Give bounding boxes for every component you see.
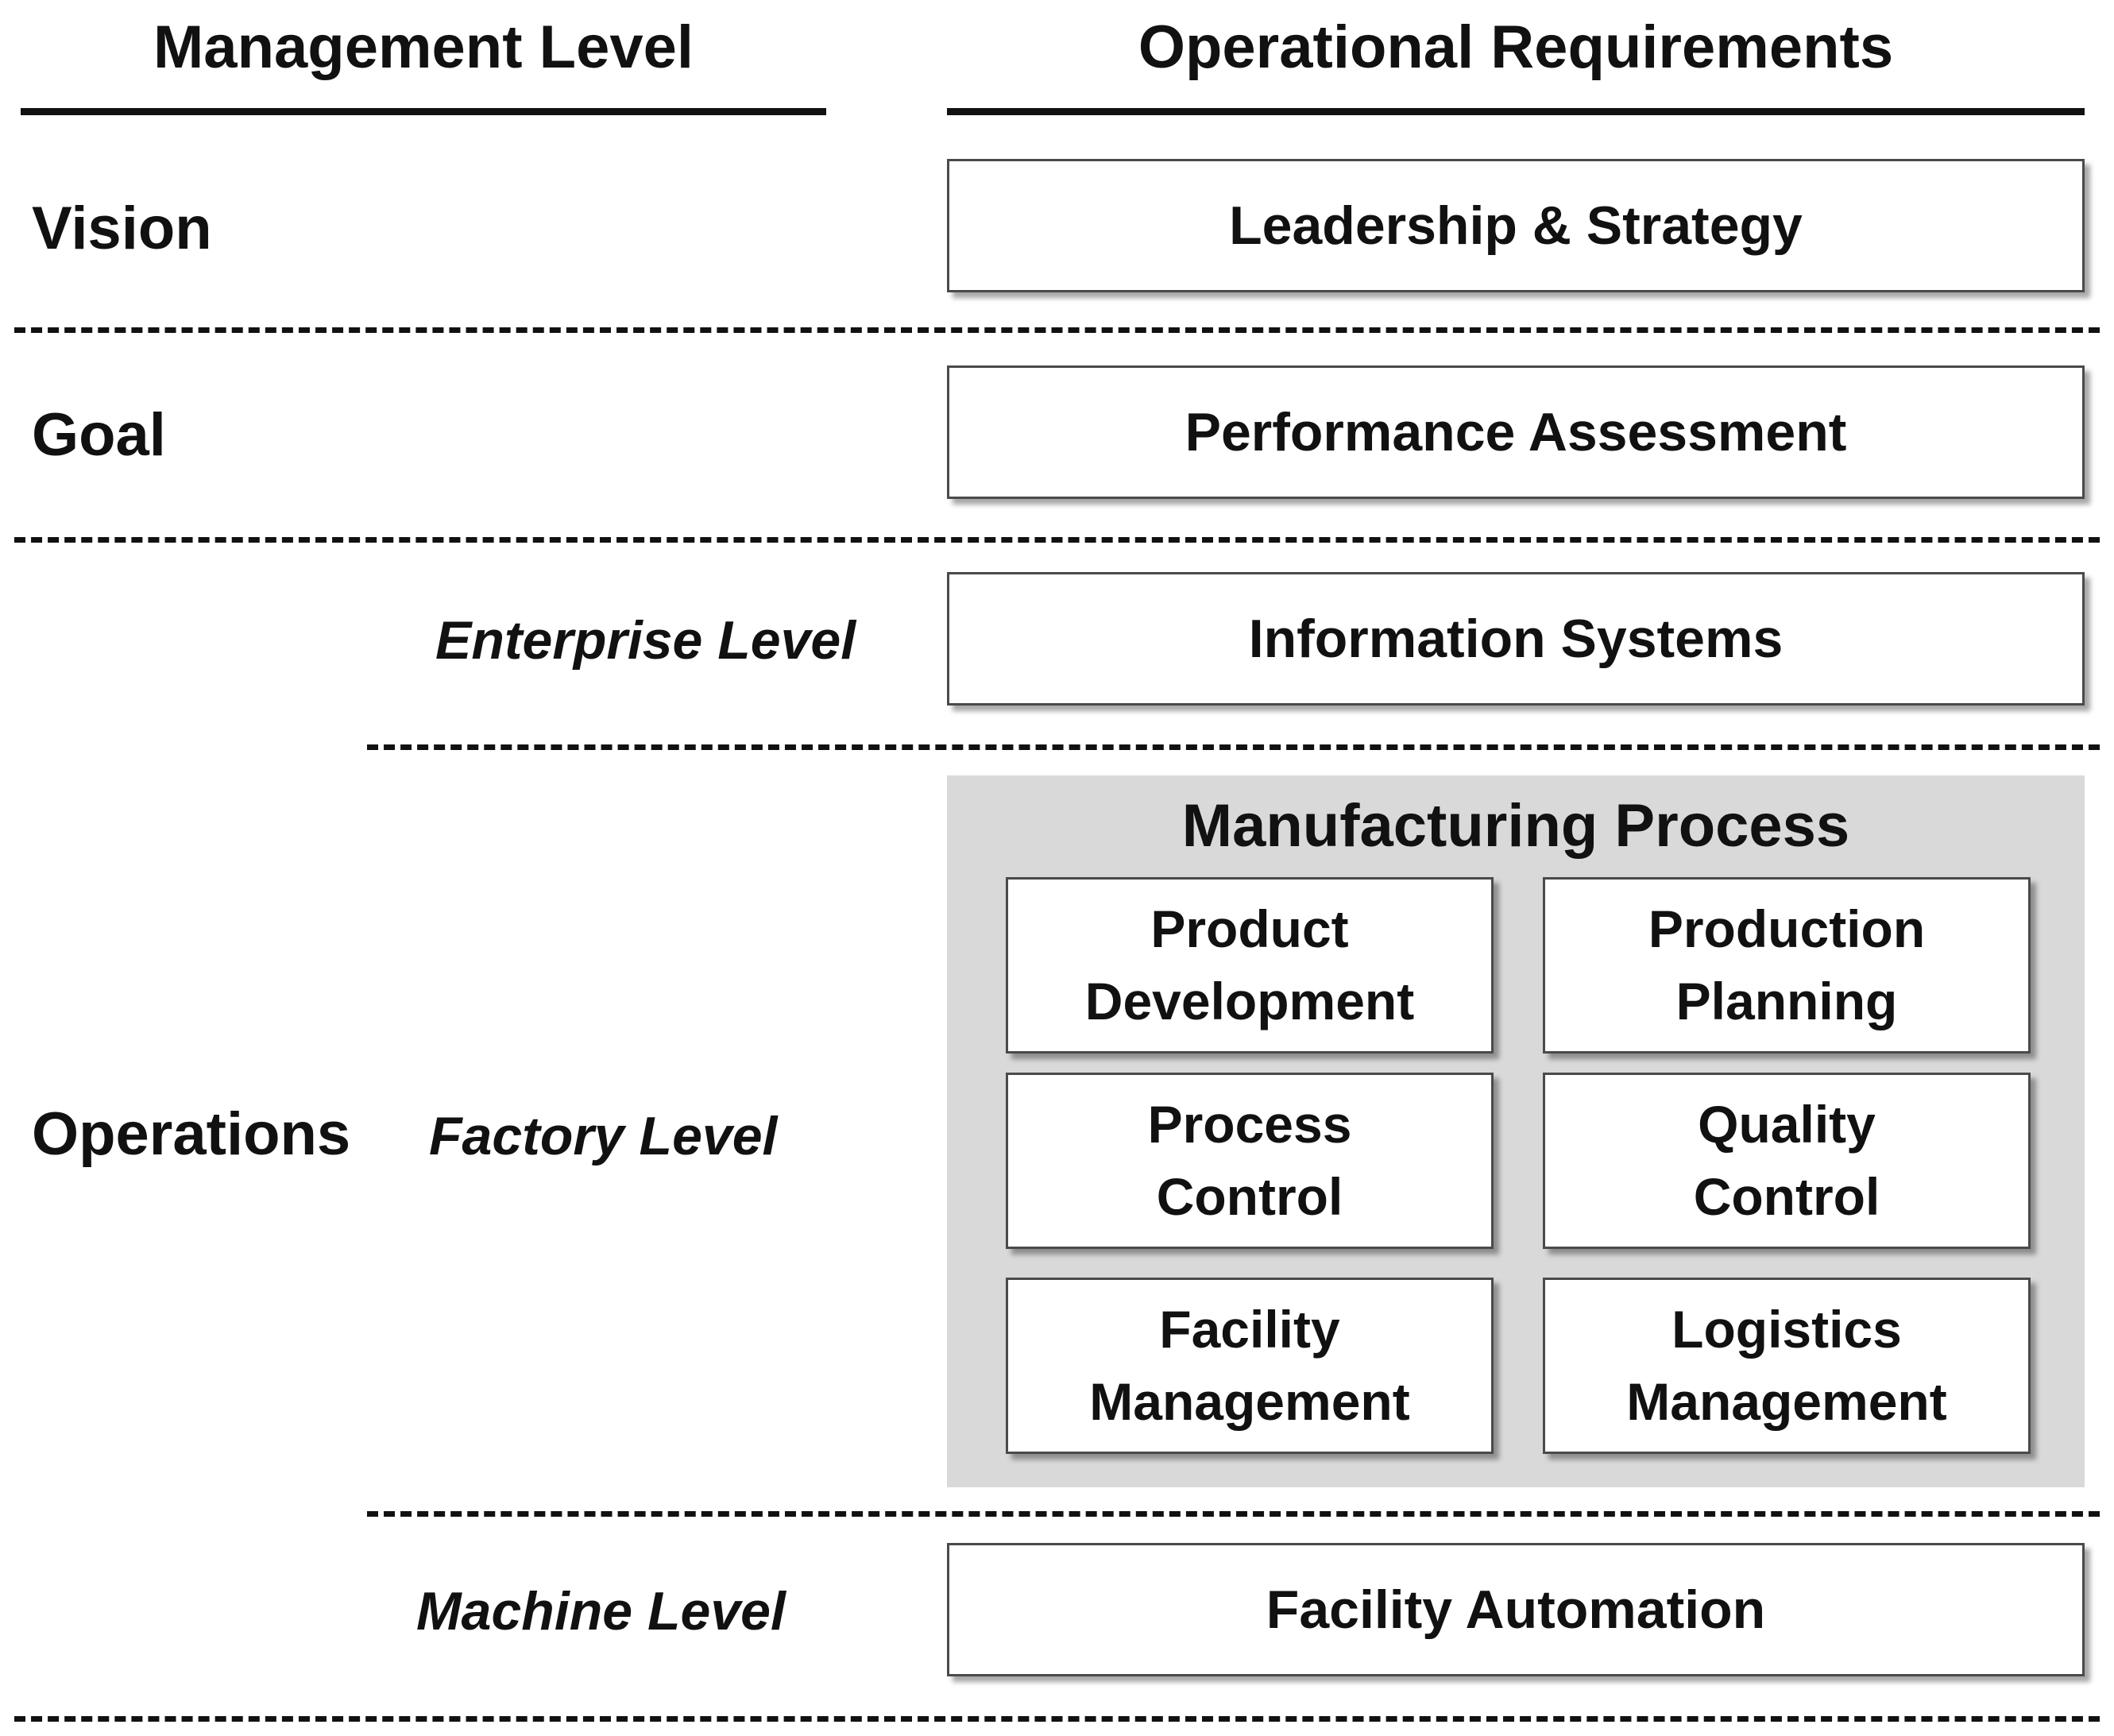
- bottom-divider: [14, 1716, 2100, 1722]
- information-systems-box: Information Systems: [947, 572, 2085, 706]
- facility-automation-box: Facility Automation: [947, 1543, 2085, 1676]
- operational-requirements-header-rule: [947, 108, 2085, 115]
- operational-requirements-header: Operational Requirements: [1138, 14, 1894, 81]
- factory-machine-divider: [367, 1511, 2100, 1517]
- leadership-strategy-box: Leadership & Strategy: [947, 159, 2085, 292]
- information-systems-text: Information Systems: [1248, 608, 1784, 669]
- facility-automation-text: Facility Automation: [1266, 1579, 1766, 1640]
- production-planning-line2: Planning: [1675, 972, 1898, 1030]
- logistics-management-line2: Management: [1626, 1372, 1947, 1431]
- factory-level-label: Factory Level: [429, 1106, 778, 1166]
- performance-assessment-text: Performance Assessment: [1185, 401, 1847, 462]
- facility-management-line1: Facility: [1159, 1299, 1340, 1359]
- logistics-management-line1: Logistics: [1671, 1299, 1902, 1359]
- operations-label: Operations: [32, 1100, 351, 1168]
- product-development-line1: Product: [1150, 899, 1349, 958]
- process-control-box: Process Control: [1006, 1073, 1494, 1249]
- enterprise-level-label: Enterprise Level: [435, 610, 856, 671]
- vision-label: Vision: [32, 195, 212, 262]
- facility-management-line2: Management: [1089, 1372, 1410, 1431]
- management-level-header: Management Level: [153, 14, 694, 81]
- facility-management-box: Facility Management: [1006, 1278, 1494, 1454]
- quality-control-box: Quality Control: [1543, 1073, 2031, 1249]
- quality-control-line2: Control: [1693, 1167, 1880, 1226]
- management-level-header-rule: [21, 108, 826, 115]
- production-planning-line1: Production: [1648, 899, 1926, 958]
- production-planning-box: Production Planning: [1543, 877, 2031, 1054]
- performance-assessment-box: Performance Assessment: [947, 365, 2085, 499]
- machine-level-label: Machine Level: [416, 1581, 786, 1641]
- enterprise-factory-divider: [367, 744, 2100, 750]
- process-control-line2: Control: [1156, 1167, 1343, 1226]
- manufacturing-process-title: Manufacturing Process: [1181, 792, 1850, 860]
- goal-label: Goal: [32, 401, 166, 469]
- logistics-management-box: Logistics Management: [1543, 1278, 2031, 1454]
- quality-control-line1: Quality: [1698, 1094, 1876, 1154]
- process-control-line1: Process: [1147, 1094, 1352, 1154]
- product-development-line2: Development: [1084, 972, 1415, 1030]
- product-development-box: Product Development: [1006, 877, 1494, 1054]
- goal-operations-divider: [14, 537, 2100, 543]
- leadership-strategy-text: Leadership & Strategy: [1229, 195, 1803, 256]
- vision-goal-divider: [14, 327, 2100, 333]
